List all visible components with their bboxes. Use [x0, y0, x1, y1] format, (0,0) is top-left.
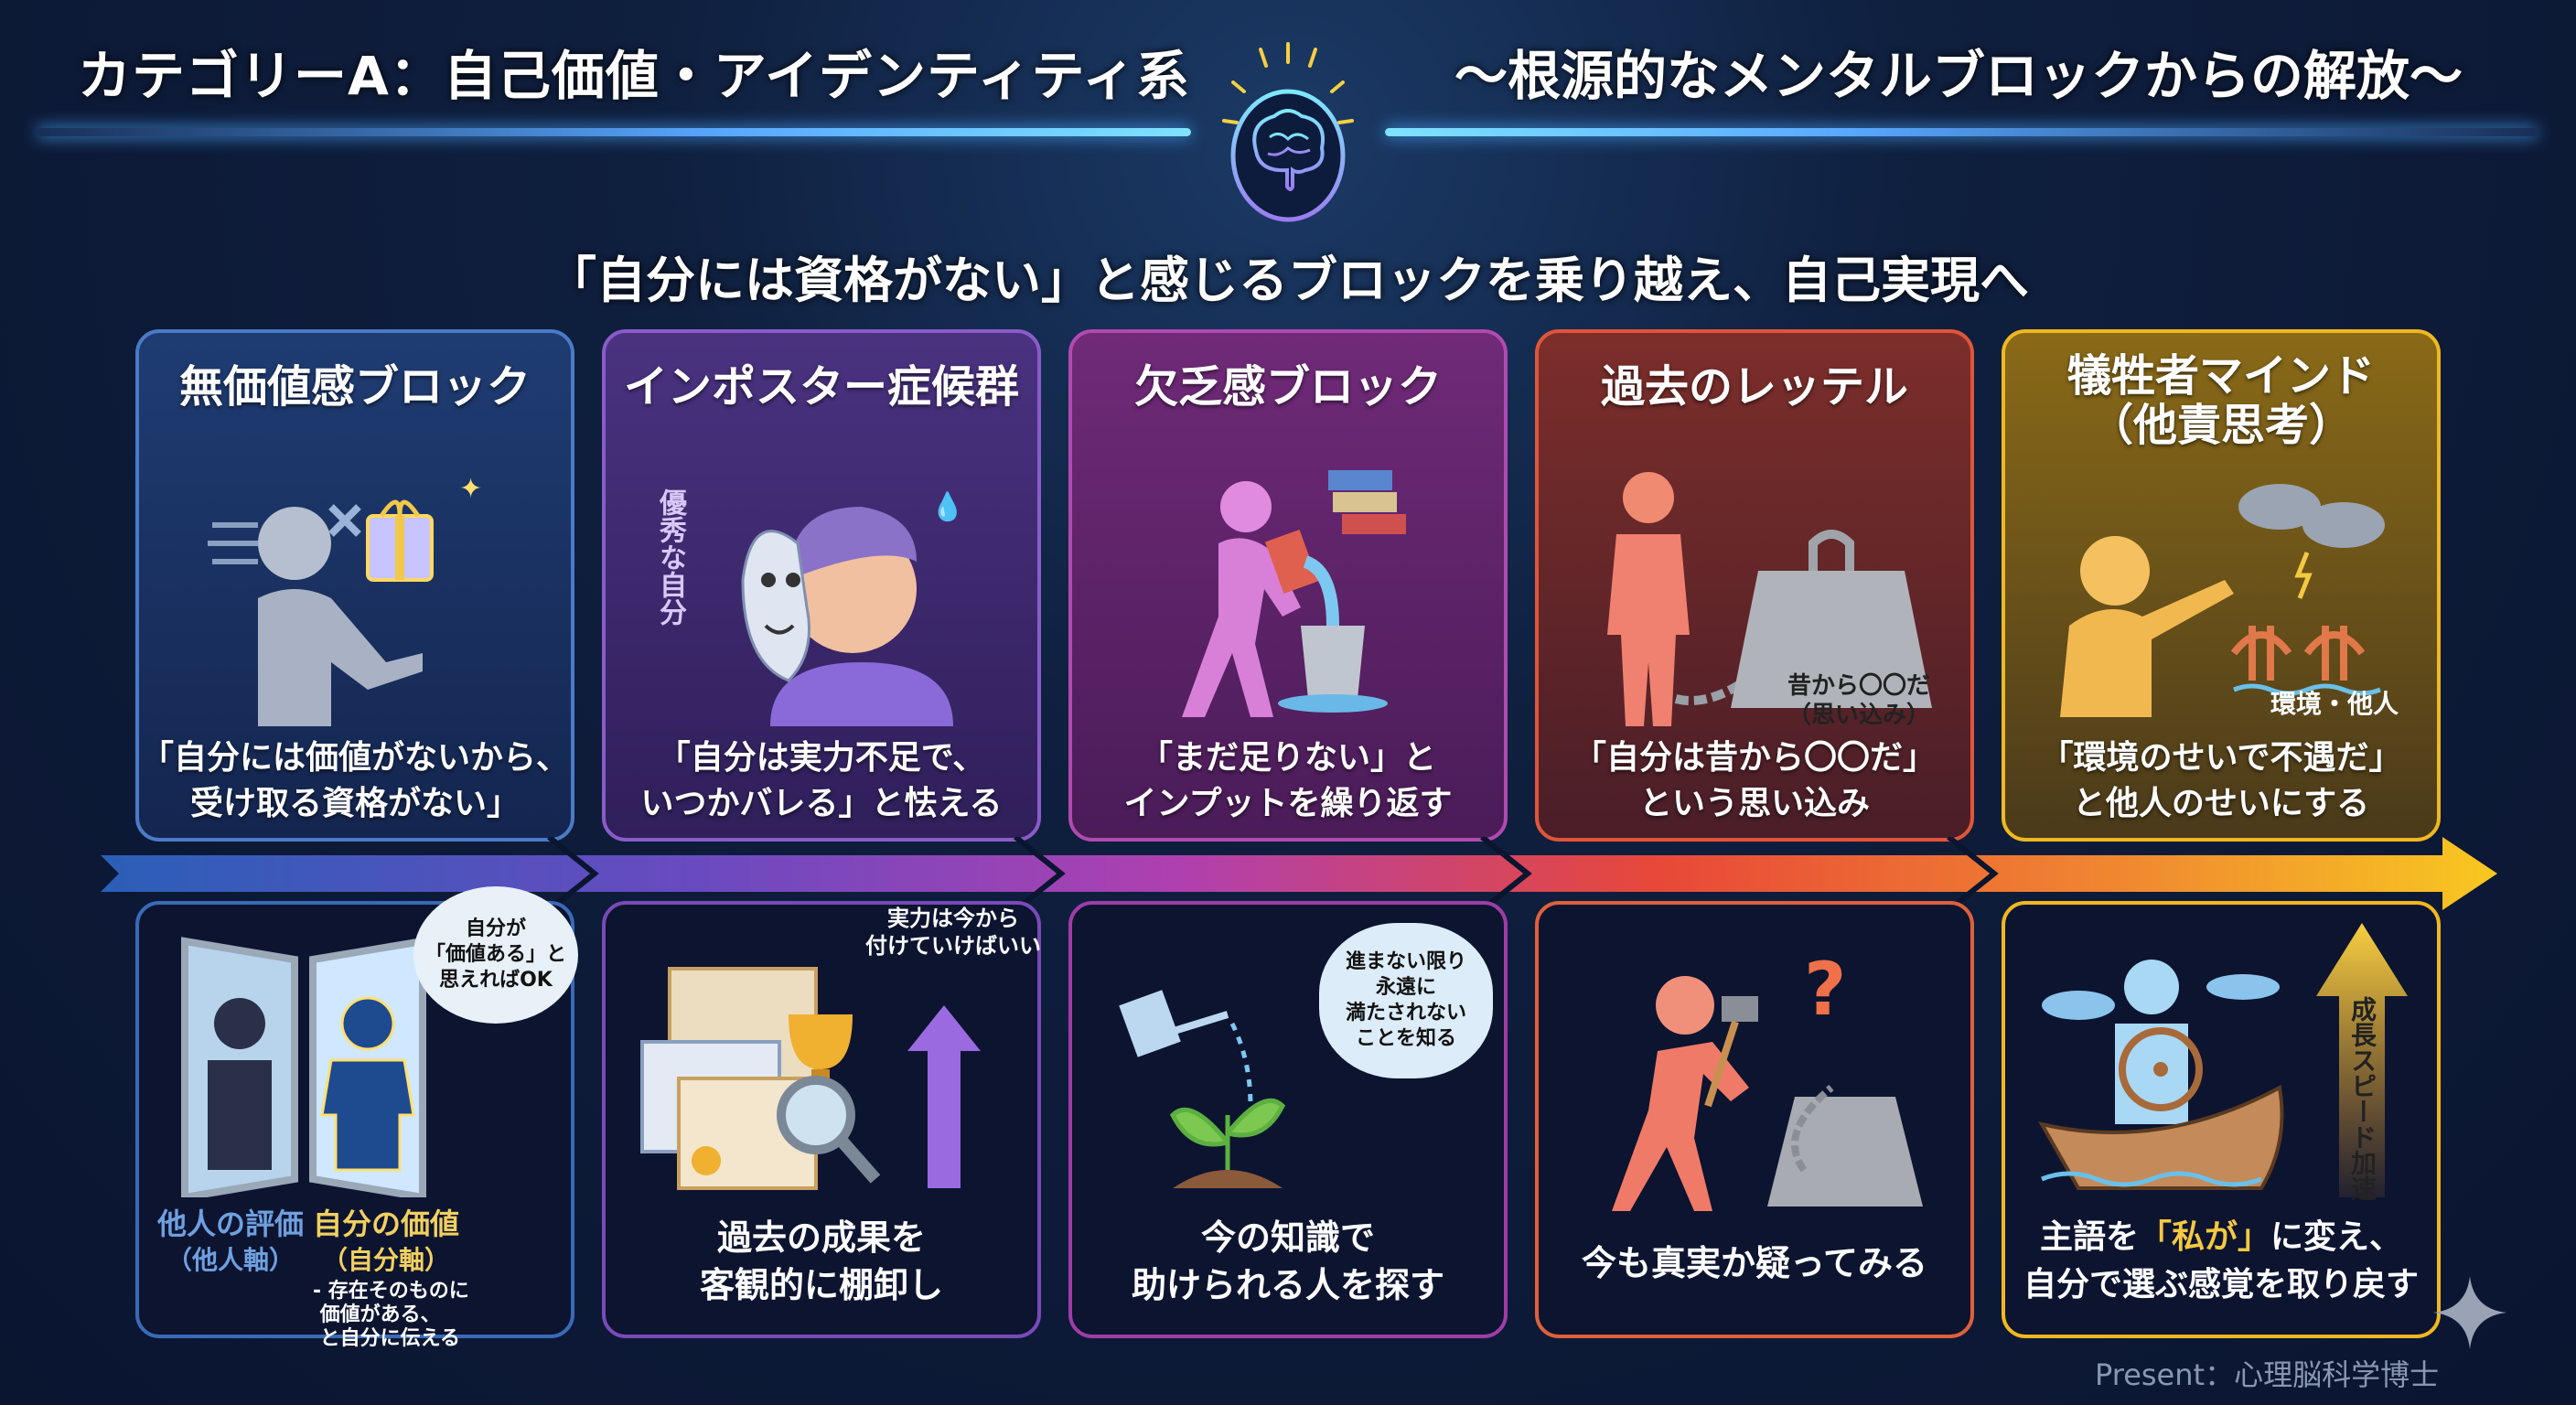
thought-bubble: 進まない限り永遠に満たされないことを知る — [1319, 923, 1493, 1078]
block-title: インポスター症候群 — [623, 361, 1019, 413]
person-steering-boat-illustration — [2037, 960, 2284, 1190]
person-blaming-environment-illustration — [2060, 484, 2385, 717]
mask-label: 優秀な自分 — [654, 488, 686, 626]
block-quote-line2: という思い込み — [1638, 785, 1870, 822]
svg-text:?: ? — [1804, 950, 1846, 1032]
skill-note: 実力は今から付けていけばいい — [865, 906, 1041, 959]
block-quote-line1: 「自分は実力不足で、 — [657, 739, 986, 777]
divider-right — [1385, 128, 2538, 136]
svg-text:💧: 💧 — [930, 490, 964, 523]
block-card-worthlessness: 無価値感ブロック ✦ 「自分には価値がないから、受け取る資格がない」 — [135, 329, 574, 842]
self-axis-label: 自分の価値（自分軸） — [312, 1207, 459, 1275]
presenter-credit: Present：心理脳科学博士 — [2095, 1357, 2440, 1392]
solution-action: 今の知識で助けられる人を探す — [1131, 1217, 1444, 1305]
block-title: 無価値感ブロック — [178, 361, 531, 413]
category-title: カテゴリーA：自己価値・アイデンティティ系 — [78, 45, 1191, 107]
block-quote-line2: と他人のせいにする — [2072, 785, 2370, 822]
overflowing-bucket-illustration — [1182, 470, 1406, 717]
block-quote-line1: 「まだ足りない」と — [1139, 739, 1436, 777]
mirror-self-worth-illustration — [181, 937, 426, 1197]
growth-arrow-label: 成長スピード加速 — [2347, 996, 2377, 1201]
mask-person-illustration: 💧 — [741, 490, 964, 726]
main-arrow — [101, 837, 2497, 910]
person-refusing-gift-illustration: ✦ — [208, 473, 482, 726]
block-card-impostor: インポスター症候群 💧 優秀な自分 「自分は実力不足で、いつかバレる」と怯える — [602, 329, 1041, 842]
self-worth-note: - 存在そのものに 価値がある、 と自分に伝える — [313, 1280, 469, 1350]
category-subtitle: 〜根源的なメンタルブロックからの解放〜 — [1454, 45, 2463, 107]
breaking-chain-illustration: ? — [1612, 950, 1923, 1211]
growth-arrow-icon — [2316, 923, 2408, 1197]
block-quote-line1: 「自分は昔から〇〇だ」 — [1572, 739, 1936, 777]
main-subtitle: 「自分には資格がない」と感じるブロックを乗り越え、自己実現へ — [547, 252, 2029, 309]
block-title: 欠乏感ブロック — [1133, 361, 1442, 413]
solution-card-past-label: ? 今も真実か疑ってみる — [1535, 901, 1974, 1338]
svg-text:✦: ✦ — [459, 473, 482, 505]
other-axis-label: 他人の評価（他人軸） — [157, 1207, 305, 1275]
solution-card-scarcity: 進まない限り永遠に満たされないことを知る 今の知識で助けられる人を探す — [1068, 901, 1508, 1338]
person-chained-weight-illustration — [1607, 472, 1932, 726]
solution-action: 今も真実か疑ってみる — [1581, 1243, 1928, 1283]
environment-label: 環境・他人 — [2270, 689, 2399, 719]
block-card-past-label: 過去のレッテル 昔から〇〇だ（思い込み） 「自分は昔から〇〇だ」という思い込み — [1535, 329, 1974, 842]
speech-bubble: 自分が「価値ある」と思えればOK — [413, 886, 578, 1024]
solution-card-impostor: 実力は今から付けていけばいい 過去の成果を客観的に棚卸し — [602, 901, 1041, 1338]
brain-icon — [1222, 42, 1354, 222]
sparkle-icon — [2433, 1276, 2506, 1349]
solution-action: 過去の成果を客観的に棚卸し — [699, 1217, 943, 1305]
solution-card-victim-mind: 成長スピード加速 主語を「私が」に変え、自分で選ぶ感覚を取り戻す — [2002, 901, 2441, 1338]
progress-arrow-band — [101, 837, 2497, 910]
block-title: 過去のレッテル — [1600, 361, 1908, 413]
certificates-trophy-illustration — [640, 967, 981, 1190]
weight-label: 昔から〇〇だ（思い込み） — [1787, 672, 1930, 729]
block-quote-line1: 「環境のせいで不遇だ」 — [2040, 739, 2402, 777]
block-card-victim-mind: 犠牲者マインド（他責思考） 環境・他人 「環境のせいで不遇だ」と他人のせいにする — [2002, 329, 2441, 842]
block-quote-line2: インプットを繰り返す — [1123, 785, 1453, 822]
block-quote-line2: 受け取る資格がない」 — [189, 785, 520, 822]
solution-card-worthlessness: 自分が「価値ある」と思えればOK 他人の評価（他人軸） 自分の価値（自分軸） -… — [135, 886, 578, 1350]
block-card-scarcity: 欠乏感ブロック 「まだ足りない」とインプットを繰り返す — [1068, 329, 1508, 842]
block-quote-line1: 「自分には価値がないから、 — [140, 739, 569, 777]
block-title: 犠牲者マインド（他責思考） — [2066, 350, 2375, 451]
solution-action: 主語を「私が」に変え、自分で選ぶ感覚を取り戻す — [2023, 1218, 2419, 1303]
block-quote-line2: いつかバレる」と怯える — [640, 785, 1003, 822]
divider-left — [37, 128, 1191, 136]
watering-sprout-illustration — [1119, 990, 1286, 1188]
